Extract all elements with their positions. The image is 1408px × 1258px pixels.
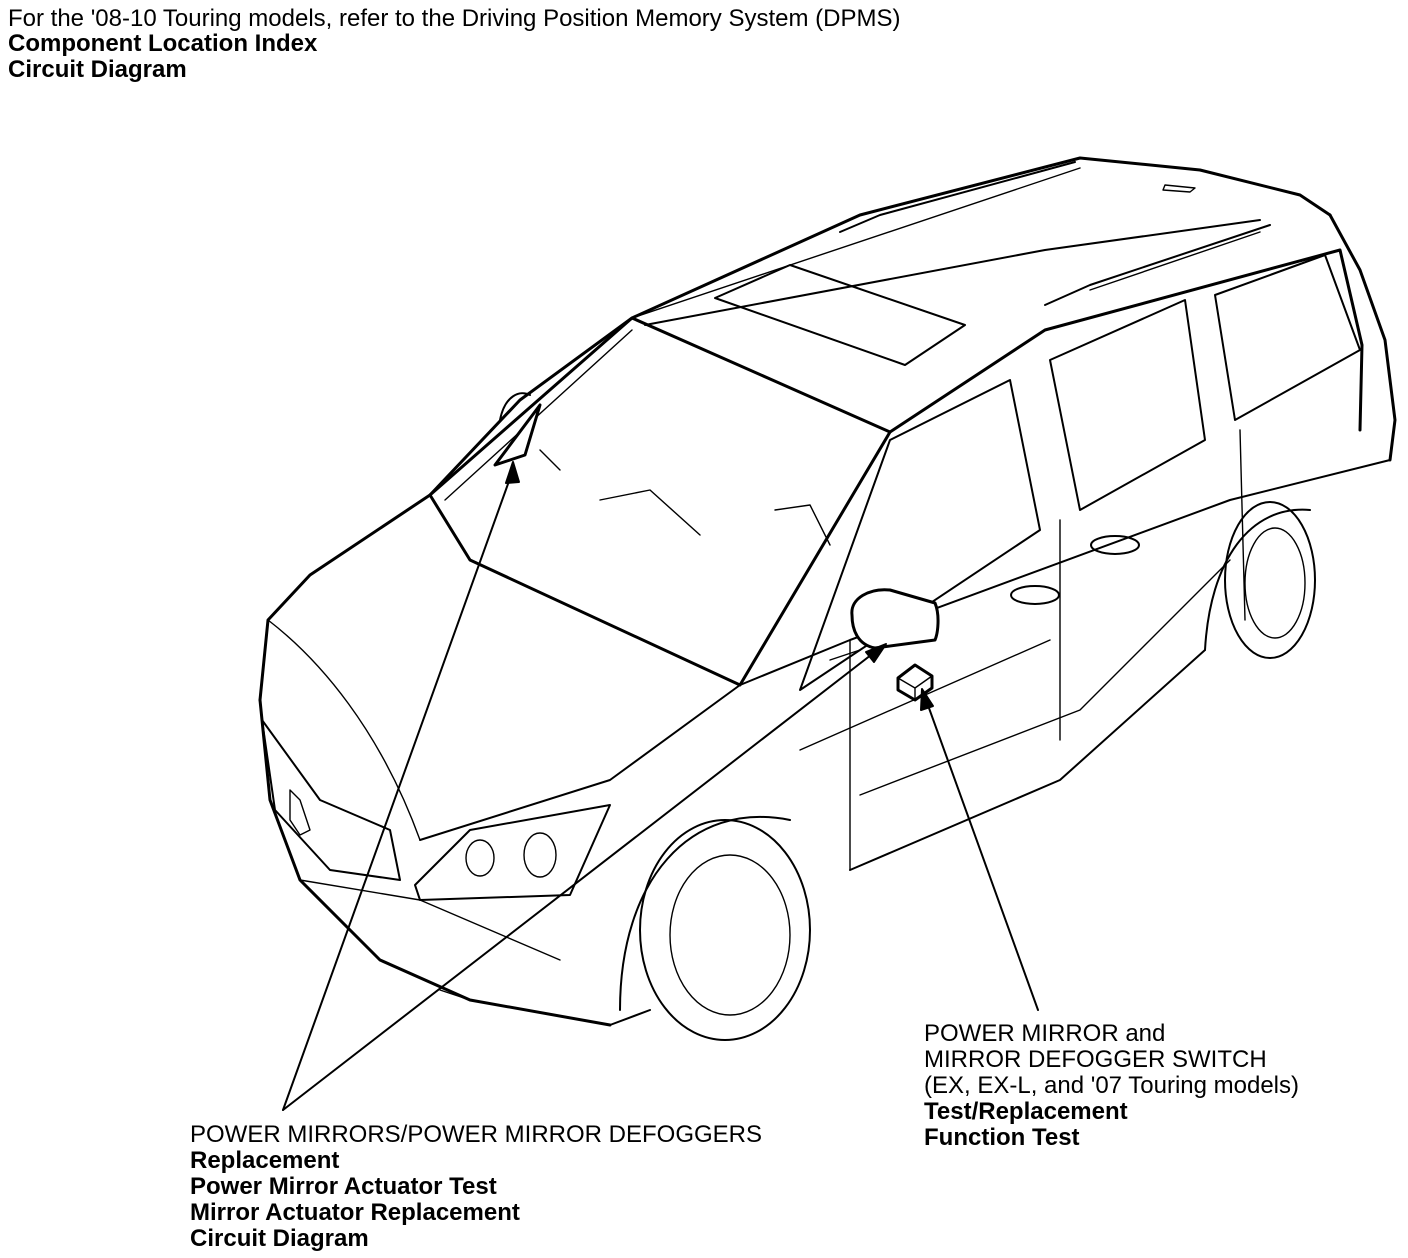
switch-title-line-2: MIRROR DEFOGGER SWITCH (924, 1046, 1267, 1073)
front-door-handle (1010, 585, 1060, 605)
beltline (739, 459, 1391, 686)
switch-title-line-3: (EX, EX-L, and '07 Touring models) (924, 1072, 1299, 1099)
mirror-switch-box-edges (897, 675, 933, 701)
rear-wheel-arch (1204, 508, 1311, 651)
sliding-door-handle (1090, 535, 1140, 555)
link-test-replacement[interactable]: Test/Replacement (924, 1098, 1128, 1125)
arrowhead-switch (920, 688, 934, 711)
headlight-lamp-2 (523, 832, 557, 878)
emblem (289, 789, 311, 836)
front-wheel (669, 854, 791, 1016)
roof-center-line (631, 167, 1081, 319)
switch-title-line-1: POWER MIRROR and (924, 1020, 1166, 1047)
hood-left-edge (258, 493, 432, 702)
link-circuit-diagram[interactable]: Circuit Diagram (190, 1225, 369, 1252)
headlight (414, 804, 611, 901)
leader-switch (924, 696, 1039, 1011)
front-tire (639, 819, 811, 1041)
front-bumper-outline (258, 698, 612, 1027)
headlight-lamp-1 (465, 839, 495, 877)
body-side-molding (859, 559, 1231, 796)
front-side-window (799, 379, 1041, 691)
callout-power-mirrors: POWER MIRRORS/POWER MIRROR DEFOGGERS Rep… (190, 1122, 762, 1252)
far-side-mirror (493, 403, 542, 467)
front-wheel-arch (619, 815, 791, 1011)
sliding-door-window (1049, 299, 1206, 511)
roof-right-edge (644, 219, 1261, 326)
arrowhead-far-mirror (505, 461, 520, 484)
callout-mirror-switch: POWER MIRROR and MIRROR DEFOGGER SWITCH … (924, 1021, 1299, 1151)
link-component-location-index[interactable]: Component Location Index (8, 30, 318, 57)
leader-far-mirror (282, 469, 514, 1111)
link-mirror-actuator-replacement[interactable]: Mirror Actuator Replacement (190, 1199, 520, 1226)
near-side-mirror (850, 588, 940, 650)
roof-rail-right (1044, 224, 1271, 306)
roof-antenna (1162, 184, 1196, 193)
dashboard-lines (539, 449, 831, 546)
roof-rail-right-inner (1089, 231, 1261, 291)
sliding-door-rear-line (1239, 429, 1246, 621)
header-note: For the '08-10 Touring models, refer to … (8, 5, 901, 32)
grille (261, 719, 401, 881)
near-side-mirror-arm (829, 649, 861, 661)
rocker-panel (849, 649, 1206, 871)
hood-crease (267, 619, 421, 841)
leader-near-mirror (282, 647, 881, 1111)
windshield (428, 316, 892, 687)
rear-tire (1224, 501, 1316, 659)
fog-light (439, 989, 501, 1006)
rear-quarter-window (1214, 254, 1361, 421)
rear-edge (1328, 213, 1397, 462)
link-power-mirror-actuator-test[interactable]: Power Mirror Actuator Test (190, 1173, 497, 1200)
arrowhead-near-mirror (865, 643, 887, 663)
window-line (888, 248, 1364, 434)
link-replacement[interactable]: Replacement (190, 1147, 340, 1174)
link-function-test[interactable]: Function Test (924, 1124, 1080, 1151)
rear-wheel (1244, 527, 1306, 639)
roof-rail-left (839, 161, 1076, 233)
link-circuit-diagram-header[interactable]: Circuit Diagram (8, 56, 187, 83)
hood-front-edge (419, 559, 741, 841)
far-side-mirror-housing (499, 392, 531, 421)
sunroof (714, 264, 966, 366)
roof-left-edge (428, 156, 1332, 497)
mirrors-title: POWER MIRRORS/POWER MIRROR DEFOGGERS (190, 1121, 763, 1148)
front-fender-lower (609, 1009, 651, 1026)
